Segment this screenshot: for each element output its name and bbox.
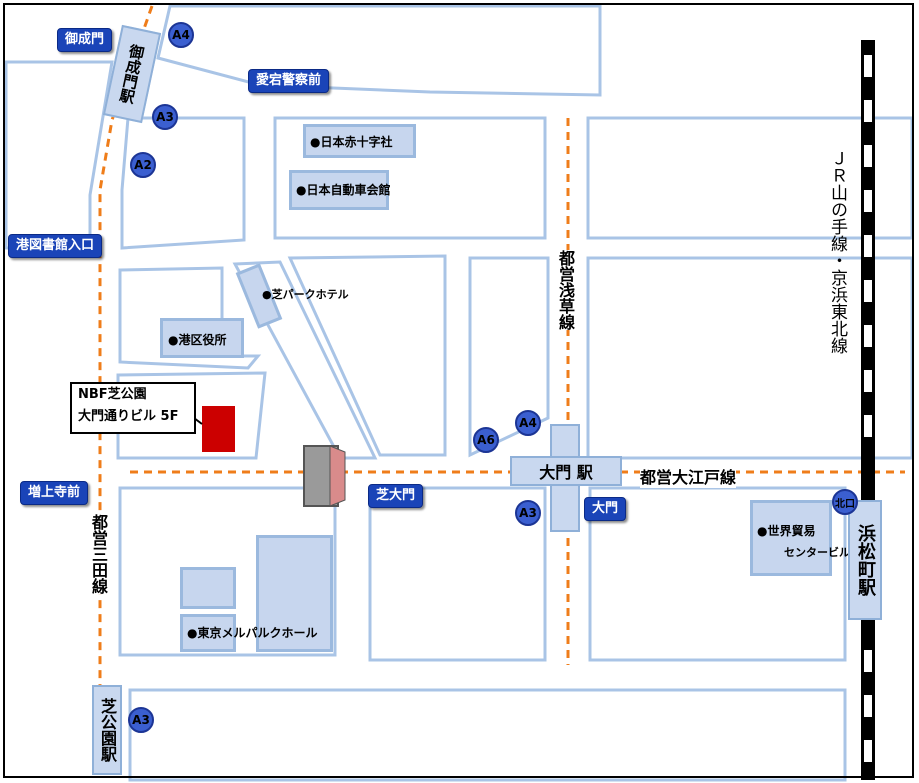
landmark-wtc-line2: センタービル (784, 546, 850, 559)
exit-daimon-a4: A4 (515, 410, 541, 436)
landmark-red-cross: ●日本赤十字社 (310, 135, 393, 149)
exit-onarimon-a4: A4 (168, 22, 194, 48)
mielparque-annex-building (180, 614, 236, 652)
line-label-asakusa: 都営浅草線 (553, 250, 577, 330)
stop-shibadaimon: 芝大門 (368, 484, 424, 508)
block-bottom-strip (128, 688, 847, 782)
block-top-left-2 (120, 116, 246, 250)
station-shibakoen: 芝公園駅 (92, 685, 122, 775)
red-cross-building (303, 124, 416, 158)
exit-hamamatsucho-north: 北口 (832, 489, 858, 515)
landmark-jaf: ●日本自動車会館 (296, 183, 391, 197)
landmark-minato-ward-office: ●港区役所 (168, 333, 227, 347)
block-top-strip (156, 4, 602, 97)
station-hamamatsucho: 浜松町駅 (848, 500, 882, 620)
wtc-building (750, 500, 832, 576)
exit-shibakoen-a3: A3 (128, 707, 154, 733)
destination-line1: NBF芝公園 (78, 387, 147, 402)
stop-zojoji: 増上寺前 (20, 481, 89, 505)
exit-daimon-a3: A3 (515, 500, 541, 526)
station-daimon: 大門 駅 (510, 456, 622, 486)
block-asakusa-left (468, 256, 550, 458)
exit-daimon-a6: A6 (473, 427, 499, 453)
line-label-jr: ＪＲ山の手線・京浜東北線 (827, 150, 847, 354)
landmark-shiba-park-hotel: ●芝パークホテル (262, 288, 349, 301)
exit-onarimon-a3: A3 (152, 104, 178, 130)
landmark-wtc-line1: ●世界貿易 (757, 524, 816, 538)
block-bottom-center (368, 486, 547, 662)
ward-office-building (160, 318, 244, 358)
landmark-mielparque: ●東京メルパルクホール (187, 626, 318, 640)
destination-marker (202, 406, 235, 452)
jaf-building (289, 170, 389, 210)
mielparque-hall-building (256, 535, 333, 652)
mielparque-small-building (180, 567, 236, 609)
destination-callout: NBF芝公園 大門通りビル 5F (70, 382, 196, 434)
line-label-oedo: 都営大江戸線 (640, 464, 737, 488)
stop-daimon: 大門 (584, 497, 627, 521)
stop-minato-library: 港図書館入口 (8, 234, 103, 258)
block-top-left (4, 60, 114, 250)
stop-onarimon: 御成門 (57, 28, 113, 52)
block-mid-center (287, 254, 447, 457)
destination-line2: 大門通りビル 5F (78, 409, 179, 424)
stop-atago-police: 愛宕警察前 (248, 69, 330, 93)
line-label-mita: 都営三田線 (86, 514, 110, 594)
exit-onarimon-a2: A2 (130, 152, 156, 178)
